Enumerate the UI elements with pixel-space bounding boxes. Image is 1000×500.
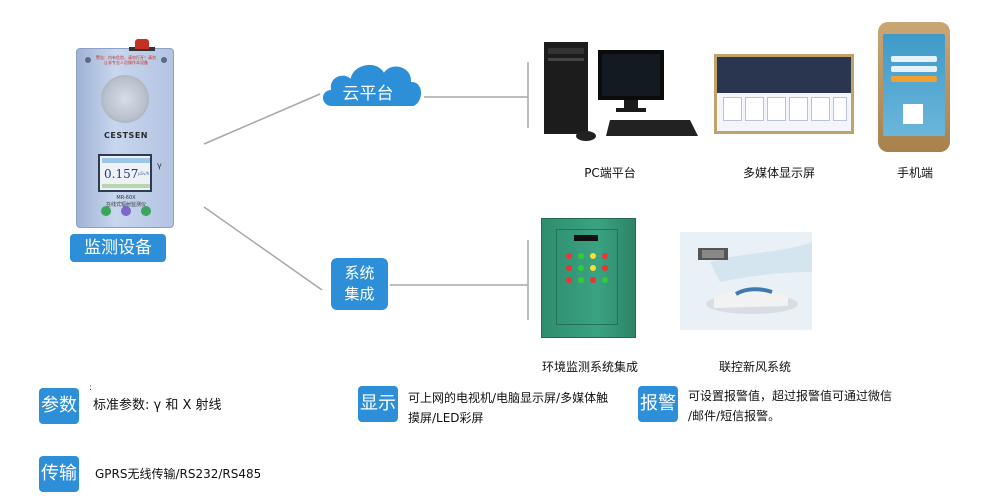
board-cell <box>767 97 786 121</box>
alarm-tag: 报警 <box>638 386 678 422</box>
indicator-lamp <box>578 253 584 259</box>
indicator-lamp <box>602 253 608 259</box>
display-text-line2: 摸屏/LED彩屏 <box>408 411 484 425</box>
indicator-lamp <box>590 265 596 271</box>
cloud-icon: 云平台 <box>321 62 423 108</box>
device-brand: CESTSEN <box>104 131 148 140</box>
screw-icon <box>85 57 91 63</box>
alarm-light-icon <box>135 39 149 49</box>
indicator-lamp <box>566 277 572 283</box>
device-button-green[interactable] <box>101 206 111 216</box>
device-model: MR-60X 在线式辐射监测仪 <box>77 195 175 208</box>
board-cell <box>745 97 764 121</box>
system-label-line2: 集成 <box>344 285 375 303</box>
device-button-green[interactable] <box>141 206 151 216</box>
device-model-number: MR-60X <box>116 195 136 201</box>
cabinet-door <box>556 229 618 325</box>
gamma-symbol: γ <box>157 161 162 170</box>
indicator-lamp <box>602 265 608 271</box>
device-label: 监测设备 <box>70 234 166 262</box>
params-mark: : <box>89 383 93 393</box>
qr-code-icon <box>903 104 923 124</box>
monitoring-device: 警告：内有危险，请勿打开！请勿让非专业人员操作本设备 CESTSEN 0.157… <box>76 39 175 228</box>
caption-phone: 手机端 <box>896 166 933 180</box>
alarm-text: 可设置报警值，超过报警值可通过微信 /邮件/短信报警。 <box>688 386 892 426</box>
lcd-status-bar <box>102 158 150 163</box>
device-warning-text: 警告：内有危险，请勿打开！请勿让非专业人员操作本设备 <box>96 55 156 65</box>
device-unit: μSv/h <box>138 171 150 176</box>
board-cell <box>723 97 742 121</box>
board-cell <box>833 97 847 121</box>
alarm-text-line1: 可设置报警值，超过报警值可通过微信 <box>688 389 893 403</box>
phone-field <box>891 66 937 72</box>
device-model-desc: 在线式辐射监测仪 <box>105 202 146 208</box>
params-tag: 参数 <box>39 388 79 424</box>
device-to-system-line <box>203 206 323 291</box>
phone-screen <box>883 34 945 136</box>
phone-field <box>891 56 937 62</box>
alarm-text-line2: /邮件/短信报警。 <box>688 409 781 423</box>
lcd-footer-bar <box>102 184 150 188</box>
desktop-pc-icon <box>544 42 698 141</box>
caption-media: 多媒体显示屏 <box>742 166 815 180</box>
indicator-lamp <box>578 277 584 283</box>
display-tag: 显示 <box>358 386 398 422</box>
phone-login-button <box>891 76 937 82</box>
cloud-label: 云平台 <box>343 84 394 104</box>
screw-icon <box>161 57 167 63</box>
caption-env: 环境监测系统集成 <box>541 360 638 374</box>
transfer-text: GPRS无线传输/RS232/RS485 <box>95 467 262 481</box>
indicator-lamp <box>566 265 572 271</box>
transfer-tag: 传输 <box>39 456 79 492</box>
device-button-purple[interactable] <box>121 206 131 216</box>
params-text: 标准参数: γ 和 X 射线 <box>93 398 222 413</box>
indicator-lamp <box>566 253 572 259</box>
speaker-icon <box>101 75 149 123</box>
device-to-cloud-line <box>203 93 321 145</box>
control-cabinet <box>541 218 636 338</box>
display-text-line1: 可上网的电视机/电脑显示屏/多媒体触 <box>408 391 609 405</box>
board-header <box>717 57 851 93</box>
display-text: 可上网的电视机/电脑显示屏/多媒体触 摸屏/LED彩屏 <box>408 388 608 428</box>
mobile-phone <box>878 22 950 152</box>
indicator-lamp <box>590 277 596 283</box>
device-top-base <box>129 47 155 51</box>
indicator-lamp <box>578 265 584 271</box>
board-cell <box>789 97 808 121</box>
system-integration-tag: 系统 集成 <box>331 258 388 310</box>
system-label-line1: 系统 <box>344 264 375 282</box>
cabinet-display <box>574 235 598 241</box>
fresh-air-scene-image <box>680 232 812 330</box>
caption-pc: PC端平台 <box>584 166 636 180</box>
indicator-lamp <box>590 253 596 259</box>
multimedia-screen <box>714 54 854 134</box>
device-lcd: 0.157 μSv/h <box>98 154 152 192</box>
caption-fresh: 联控新风系统 <box>718 360 791 374</box>
device-reading: 0.157 <box>104 167 139 181</box>
board-cell <box>811 97 830 121</box>
indicator-lamp <box>602 277 608 283</box>
